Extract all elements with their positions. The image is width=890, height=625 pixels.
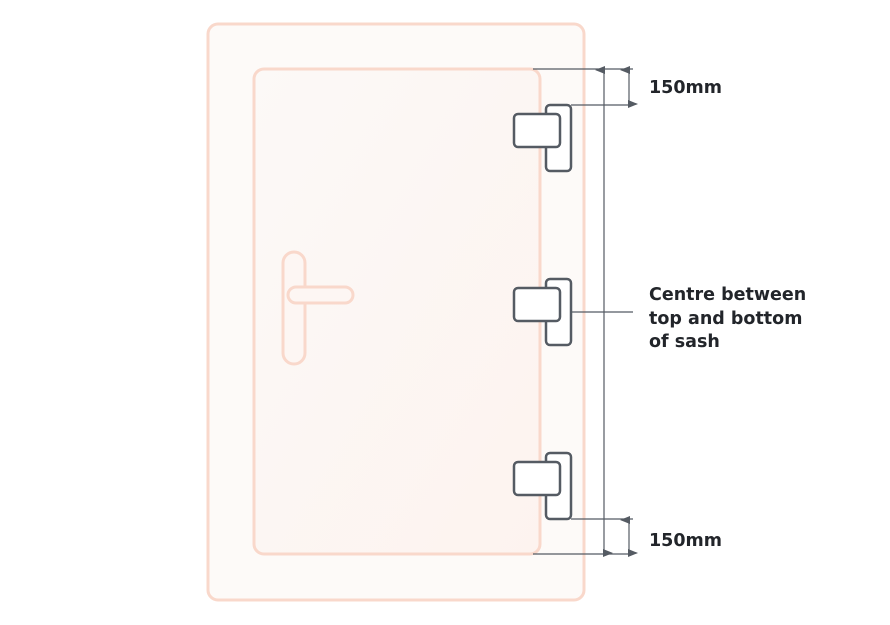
bottom-offset-label: 150mm [649, 531, 722, 551]
middle-label-line2: top and bottom [649, 309, 802, 329]
hinge-bottom [512, 451, 573, 521]
dimension-lines [533, 66, 638, 557]
middle-label-line1: Centre between [649, 285, 806, 305]
top-offset-label: 150mm [649, 78, 722, 98]
middle-label-line3: of sash [649, 332, 720, 352]
door-handle [281, 250, 355, 366]
hinge-top [512, 103, 573, 173]
